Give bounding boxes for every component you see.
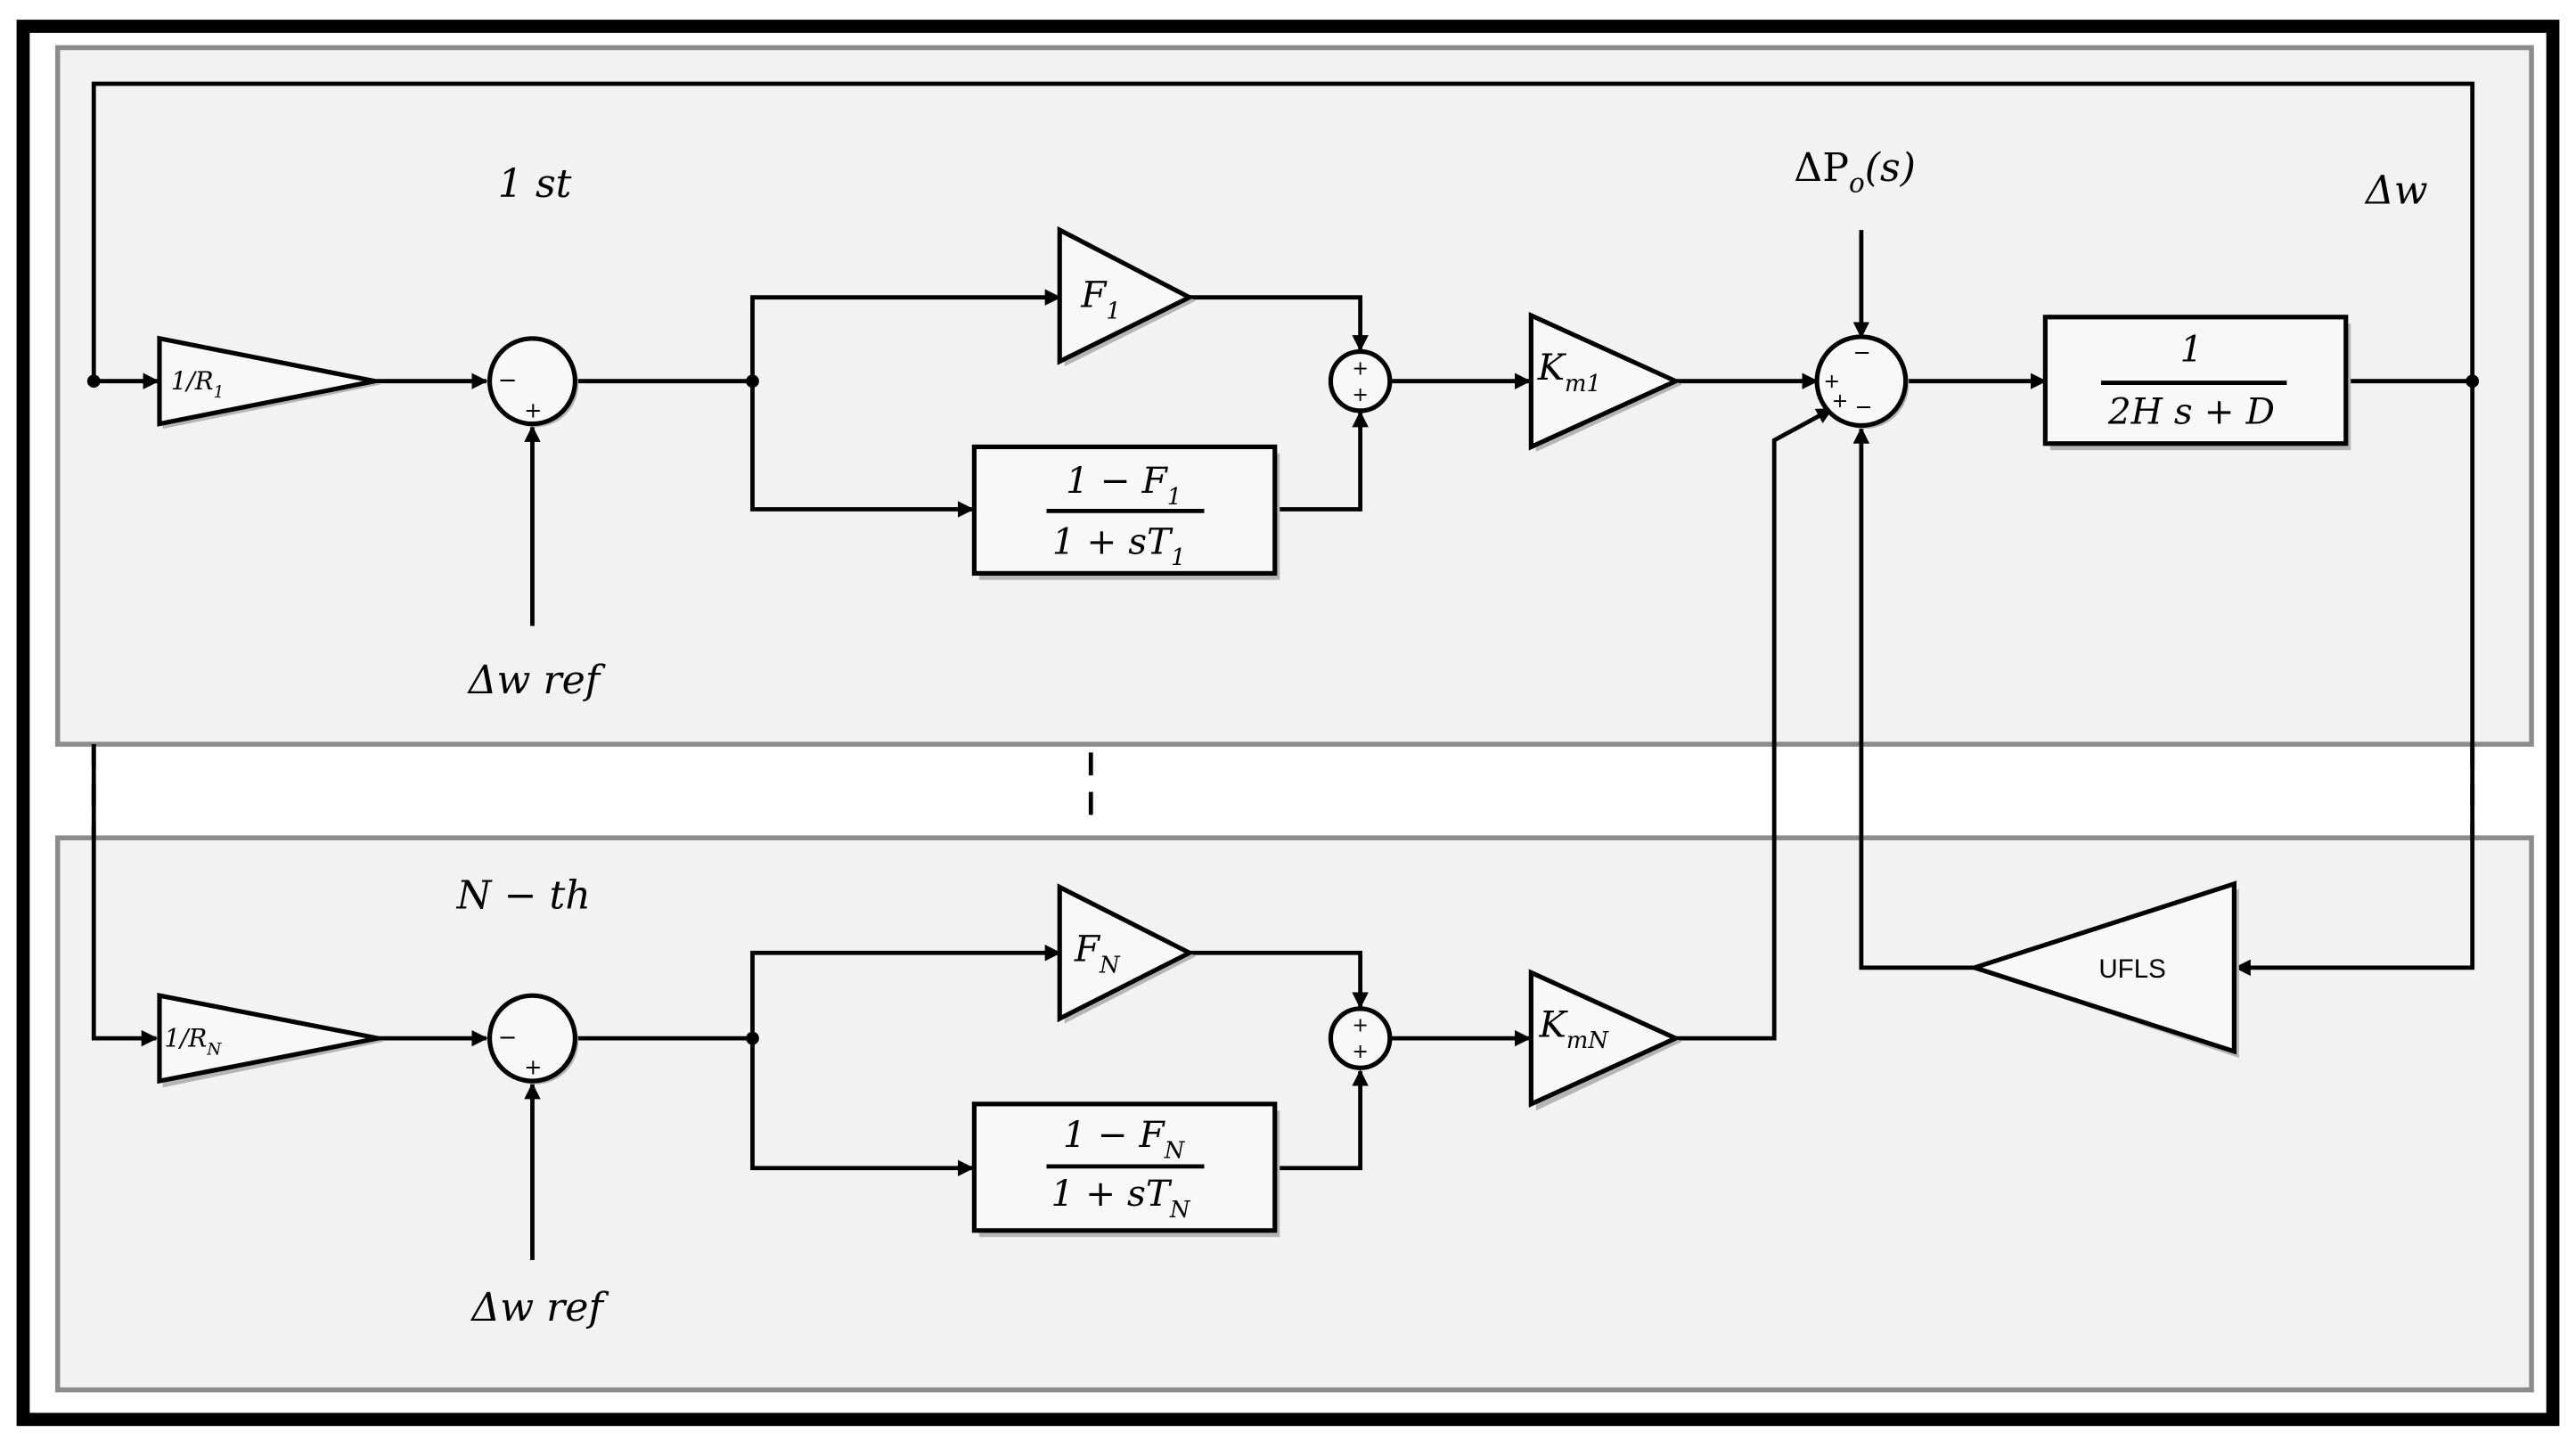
svg-text:1 − FN: 1 − FN bbox=[1063, 1113, 1186, 1165]
svg-text:+: + bbox=[1832, 389, 1849, 413]
km-gain-label-1: K bbox=[1537, 346, 1567, 389]
svg-text:−: − bbox=[498, 367, 518, 394]
reference-label-first: Δw ref bbox=[467, 658, 606, 703]
km-gain-label-n: K bbox=[1539, 1003, 1569, 1045]
svg-text:Km1: Km1 bbox=[1537, 346, 1601, 397]
km-gain-block-n[interactable]: KmN bbox=[1528, 969, 1682, 1111]
svg-text:+: + bbox=[1352, 356, 1369, 380]
svg-text:1 + sTN: 1 + sTN bbox=[1051, 1172, 1190, 1224]
section-label-first: 1 st bbox=[498, 161, 572, 207]
svg-text:+: + bbox=[1823, 370, 1840, 393]
svg-text:+: + bbox=[1352, 1014, 1369, 1037]
ufls-block[interactable]: UFLS bbox=[1967, 880, 2239, 1059]
f-gain-block-n[interactable]: FN bbox=[1057, 883, 1197, 1024]
f-gain-block-1[interactable]: F1 bbox=[1057, 225, 1197, 367]
svg-text:1 + sT1: 1 + sT1 bbox=[1052, 520, 1186, 571]
transfer-function-block-n[interactable]: 1 − FN 1 + sTN bbox=[971, 1101, 1280, 1238]
km-gain-block-1[interactable]: Km1 bbox=[1528, 311, 1682, 452]
svg-text:−: − bbox=[498, 1024, 518, 1051]
summing-junction-ref-1[interactable]: − + bbox=[487, 336, 579, 428]
svg-text:+: + bbox=[1352, 1040, 1369, 1063]
transfer-function-block-1[interactable]: 1 − F1 1 + sT1 bbox=[971, 444, 1280, 580]
svg-text:+: + bbox=[524, 397, 542, 422]
droop-gain-block-1[interactable]: 1/R1 bbox=[157, 335, 381, 430]
main-summing-junction[interactable]: − + + − bbox=[1814, 334, 1910, 430]
ufls-label: UFLS bbox=[2098, 954, 2165, 984]
frequency-deviation-label: Δw bbox=[2364, 168, 2428, 214]
disturbance-label: ΔPo(s) bbox=[1794, 145, 1916, 199]
droop-gain-label-n: 1/R bbox=[165, 1023, 208, 1052]
svg-text:+: + bbox=[524, 1055, 542, 1080]
reference-label-nth: Δw ref bbox=[470, 1285, 609, 1330]
dashed-connectors bbox=[91, 744, 2475, 839]
f-gain-label-1: F bbox=[1080, 274, 1108, 316]
svg-text:1/R1: 1/R1 bbox=[171, 366, 224, 402]
summing-junction-paths-n[interactable]: + + bbox=[1328, 1006, 1393, 1070]
wires bbox=[91, 81, 2475, 1260]
svg-text:1 − F1: 1 − F1 bbox=[1066, 459, 1182, 511]
svg-text:−: − bbox=[1853, 340, 1871, 365]
junction-dots bbox=[86, 374, 2480, 1045]
svg-text:F1: F1 bbox=[1080, 274, 1121, 325]
svg-text:1: 1 bbox=[2180, 328, 2204, 371]
summing-junction-ref-n[interactable]: − + bbox=[487, 993, 579, 1085]
f-gain-label-n: F bbox=[1074, 927, 1101, 970]
droop-gain-block-n[interactable]: 1/RN bbox=[157, 993, 385, 1088]
svg-text:2H s + D: 2H s + D bbox=[2107, 390, 2275, 433]
svg-text:FN: FN bbox=[1074, 927, 1121, 978]
section-label-nth: N − th bbox=[456, 872, 591, 918]
svg-text:−: − bbox=[1855, 395, 1873, 420]
svg-text:KmN: KmN bbox=[1539, 1003, 1610, 1054]
summing-junction-paths-1[interactable]: + + bbox=[1328, 348, 1393, 413]
svg-text:1/RN: 1/RN bbox=[165, 1023, 223, 1059]
svg-text:+: + bbox=[1352, 383, 1369, 406]
outer-frame bbox=[16, 20, 2560, 1427]
system-inertia-block[interactable]: 1 2H s + D bbox=[2042, 315, 2351, 451]
droop-gain-label-1: 1/R bbox=[171, 366, 214, 396]
